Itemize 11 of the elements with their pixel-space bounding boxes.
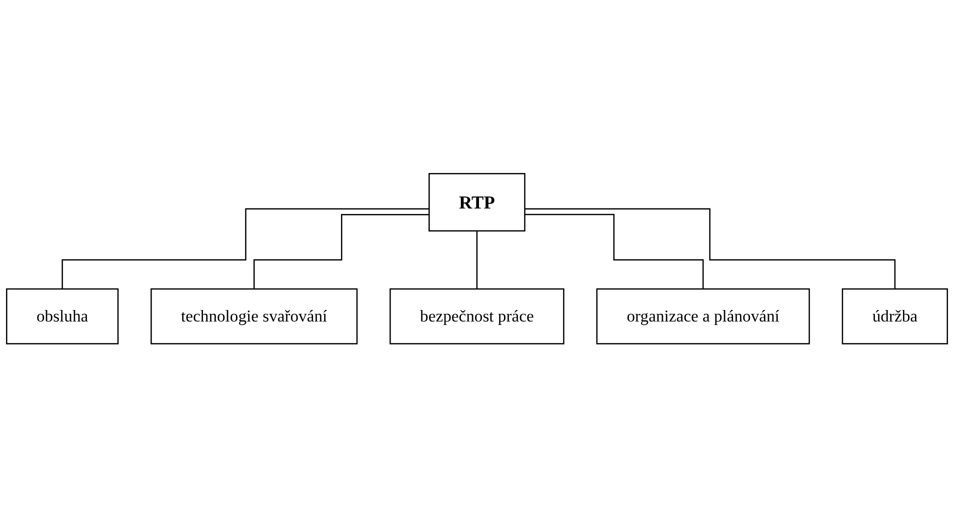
node-box: organizace a plánování [596, 288, 810, 344]
node-box: technologie svařování [150, 288, 358, 344]
node-box: bezpečnost práce [390, 288, 564, 344]
connector [253, 214, 430, 290]
connector [524, 208, 896, 290]
node-box: RTP [428, 172, 526, 232]
connector [524, 214, 704, 290]
node-box: obsluha [6, 288, 119, 344]
connector [62, 208, 430, 290]
connector [476, 230, 478, 290]
node-box: údržba [842, 288, 948, 344]
